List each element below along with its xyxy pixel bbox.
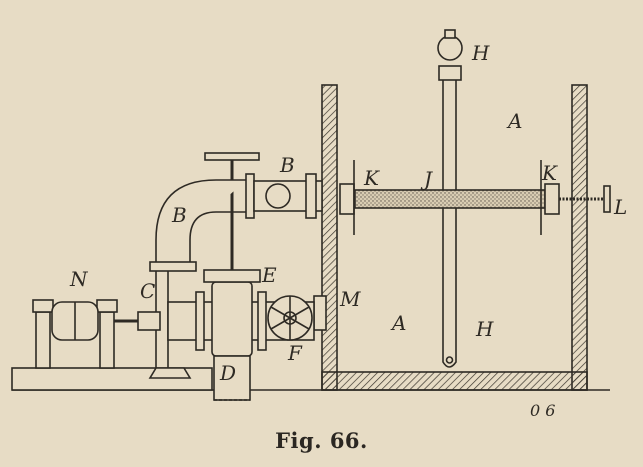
label-e: E	[261, 263, 277, 287]
tank-left-wall	[321, 84, 338, 391]
tank-bottom	[321, 371, 588, 391]
tube-right-flange	[544, 183, 560, 215]
label-n: N	[69, 267, 89, 291]
spindle-knob	[603, 185, 611, 213]
handwheel-spoke-3	[270, 306, 310, 330]
label-k-left: K	[363, 166, 380, 190]
wall-plug	[313, 295, 327, 331]
label-m: M	[339, 287, 361, 311]
valve-handle-bar	[204, 152, 260, 161]
label-b-elbow: B	[171, 203, 187, 227]
top-pipe-flange	[305, 173, 317, 219]
elbow-bottom-flange	[149, 261, 197, 272]
label-f: F	[287, 341, 303, 365]
rod-top-ball	[437, 35, 463, 61]
top-pipe-window	[265, 183, 291, 209]
drain-pipe	[213, 355, 251, 401]
label-h-bottom: H	[475, 317, 494, 341]
elbow-pipe-inner	[189, 211, 246, 262]
label-j: J	[420, 167, 433, 191]
rod-bottom-eye	[445, 356, 454, 364]
label-a-lower: A	[390, 311, 406, 335]
rod-bottom-tip	[442, 350, 457, 368]
tube-left-flange	[339, 183, 355, 215]
elbow-top-flange	[245, 173, 255, 219]
motor-right-top	[96, 299, 118, 313]
rod-top-cap	[444, 29, 456, 39]
motor-left-post	[35, 311, 51, 369]
motor-left-top	[32, 299, 54, 313]
valve-body	[211, 281, 253, 357]
horizontal-tube	[354, 189, 546, 209]
label-k-right: K	[541, 161, 558, 185]
elbow-pipe-outer	[155, 179, 246, 262]
valve-bonnet	[203, 269, 261, 283]
coupling-shaft-box	[137, 311, 161, 331]
rod-collar	[438, 65, 462, 81]
label-c: C	[140, 279, 155, 303]
coupling-foot	[148, 367, 192, 379]
label-b-top: B	[279, 153, 295, 177]
label-l: L	[613, 195, 627, 219]
pipe-flange-2	[257, 291, 267, 351]
motor-right-post	[99, 311, 115, 369]
label-a-upper: A	[506, 109, 522, 133]
label-d: D	[219, 361, 236, 385]
figure-caption: Fig. 66.	[275, 428, 368, 453]
corner-number: 0 6	[530, 401, 555, 420]
tank-right-wall	[571, 84, 588, 391]
pipe-flange-1	[195, 291, 205, 351]
label-h-top: H	[471, 41, 490, 65]
